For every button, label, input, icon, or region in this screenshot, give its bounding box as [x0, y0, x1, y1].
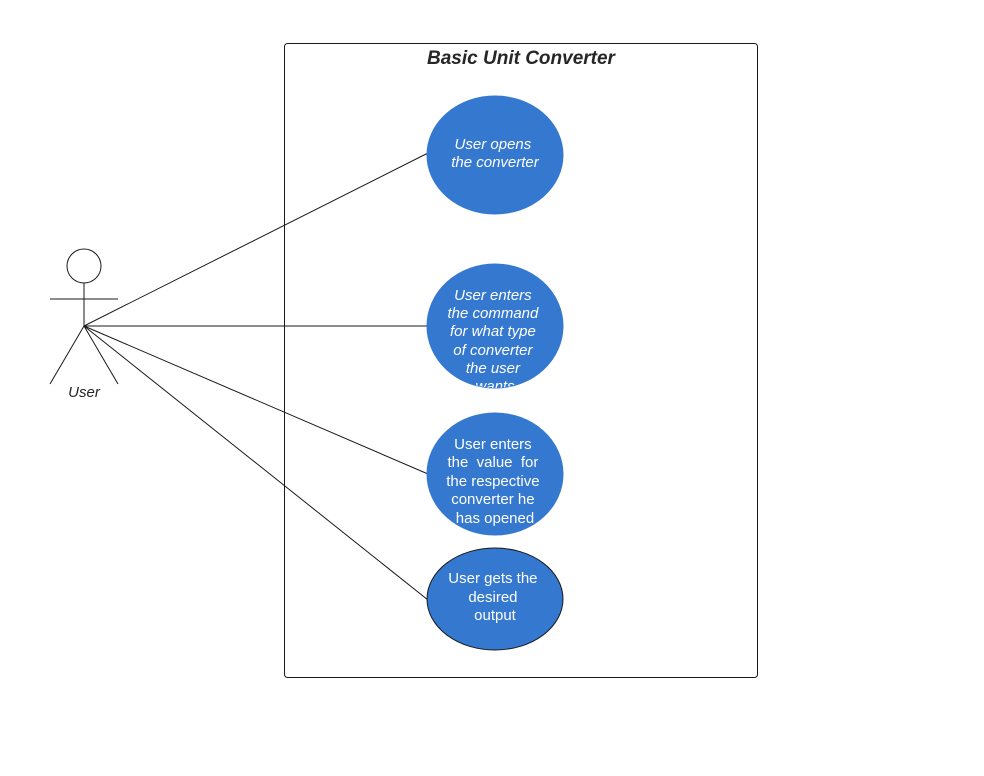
use-case-line: User enters	[454, 436, 532, 453]
association-line	[83, 325, 429, 601]
use-case-label: User opens the converter	[451, 136, 540, 171]
use-case-line: User gets the	[448, 570, 537, 587]
use-case-line: of converter	[453, 342, 533, 359]
association-line	[83, 325, 429, 475]
use-case-line: User enters	[454, 287, 532, 304]
association-line	[83, 152, 429, 327]
use-case-label: User gets the desired output	[448, 570, 541, 624]
use-case-line: for what type	[450, 323, 536, 340]
use-case-shape	[426, 95, 564, 215]
actor-head	[66, 248, 102, 284]
actor-user	[49, 248, 119, 385]
use-case-line: the user	[466, 360, 521, 377]
use-case-shape	[426, 412, 564, 536]
use-case-label: User enters the command for what type of…	[447, 287, 542, 395]
use-case-line: wants	[475, 378, 515, 395]
use-case-line: has opened	[456, 510, 534, 527]
use-case-line: the value for	[447, 454, 538, 471]
associations	[83, 152, 429, 601]
use-case-shape	[426, 263, 564, 389]
use-case-open-converter: User opens the converter	[426, 95, 564, 215]
use-case-label: User enters the value for the respective…	[446, 436, 544, 527]
use-case-line: the converter	[451, 154, 540, 171]
use-case-line: desired	[468, 589, 517, 606]
actor-label: User	[68, 384, 101, 401]
use-case-enter-value: User enters the value for the respective…	[426, 412, 564, 536]
use-case-line: the respective	[446, 473, 539, 490]
use-case-enter-command: User enters the command for what type of…	[426, 263, 564, 395]
use-case-shape	[426, 547, 564, 651]
actor-right-leg	[83, 325, 119, 385]
use-case-line: User opens	[455, 136, 532, 153]
system-title: Basic Unit Converter	[427, 48, 617, 69]
use-case-get-output: User gets the desired output	[426, 547, 564, 651]
use-case-line: the command	[447, 305, 539, 322]
use-case-line: converter he	[451, 491, 534, 508]
actor-left-leg	[49, 325, 85, 385]
use-case-line: output	[474, 607, 517, 624]
